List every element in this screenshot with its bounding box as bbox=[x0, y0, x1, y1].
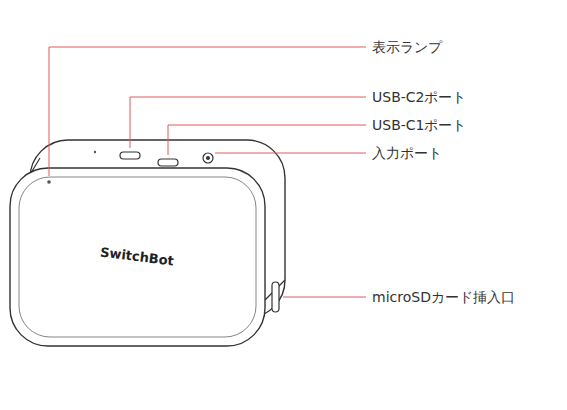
part-label: 入力ポート bbox=[372, 144, 442, 162]
mic-hole bbox=[94, 151, 96, 153]
indicator-lamp bbox=[47, 180, 51, 184]
device-front bbox=[10, 168, 265, 346]
leader-line bbox=[168, 125, 366, 155]
leader-line bbox=[283, 297, 366, 298]
part-label: USB-C2ポート bbox=[372, 88, 466, 106]
leader-line bbox=[130, 97, 366, 148]
usb-c2-port bbox=[120, 152, 140, 159]
microsd-slot bbox=[272, 282, 279, 312]
part-label: 表示ランプ bbox=[372, 38, 442, 56]
input-port bbox=[203, 153, 213, 163]
input-port-hole bbox=[206, 156, 210, 160]
usb-c1-port bbox=[158, 159, 178, 166]
part-label: microSDカード挿入口 bbox=[372, 288, 515, 306]
leader-line bbox=[215, 153, 366, 154]
leader-line bbox=[49, 47, 366, 176]
front-panel bbox=[19, 177, 256, 337]
part-label: USB-C1ポート bbox=[372, 116, 466, 134]
